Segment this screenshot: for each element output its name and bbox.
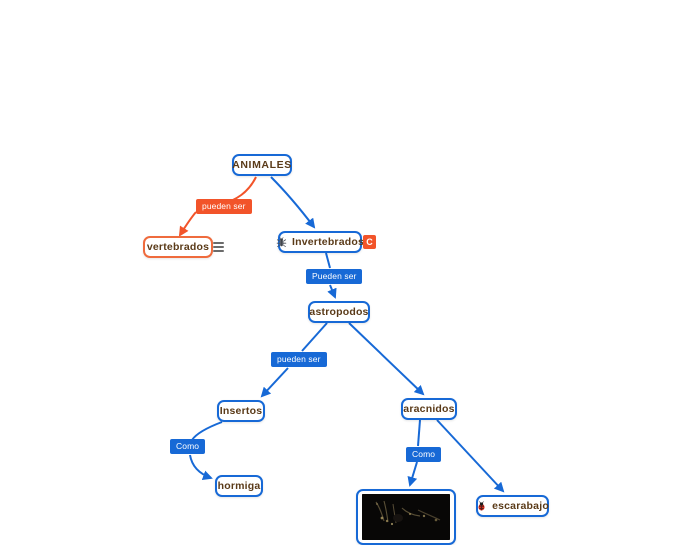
edge-aracnidos-como: [417, 419, 421, 447]
hamburger-menu-icon[interactable]: [213, 241, 225, 253]
node-aracnidos[interactable]: aracnidos: [401, 398, 457, 420]
edge-label-pueden-ser-astropodos[interactable]: Pueden ser: [306, 269, 363, 284]
node-aracnidos-label: aracnidos: [403, 402, 455, 415]
node-vertebrados[interactable]: vertebrados: [143, 236, 213, 258]
edge-label-astropodos: [327, 284, 337, 299]
menu-line: [213, 246, 224, 248]
edge-layer: [178, 176, 505, 493]
menu-line: [213, 242, 224, 244]
node-spider-photo[interactable]: [356, 489, 456, 545]
edge-label-insertos: [260, 367, 289, 398]
edge-como-hormiga: [189, 454, 213, 480]
status-badge-c[interactable]: C: [363, 235, 376, 249]
edge-invertebrados-label: [325, 252, 331, 269]
node-escarabajo[interactable]: escarabajo: [476, 495, 549, 517]
node-hormiga-label: hormiga: [217, 479, 261, 492]
edge-label-como-aracnidos[interactable]: Como: [406, 447, 442, 462]
edge-como-spiderphoto: [407, 461, 418, 487]
node-astropodos[interactable]: astropodos: [308, 301, 370, 323]
edge-aracnidos-escarabajo: [436, 419, 505, 493]
node-invertebrados[interactable]: Invertebrados: [276, 231, 365, 253]
edge-animales-invertebrados: [270, 176, 316, 229]
menu-line: [213, 250, 224, 252]
edge-animales-vertebrados-tail: [178, 211, 197, 237]
edge-insertos-como: [191, 421, 223, 441]
node-invertebrados-label: Invertebrados: [291, 235, 365, 248]
node-escarabajo-label: escarabajo: [492, 499, 549, 512]
node-insertos[interactable]: Insertos: [217, 400, 265, 422]
edge-label-pueden-ser-vertebrados[interactable]: pueden ser: [196, 199, 252, 214]
node-vertebrados-label: vertebrados: [146, 240, 210, 253]
node-insertos-label: Insertos: [219, 404, 263, 417]
ladybug-icon: [478, 500, 485, 510]
bug-icon: [276, 236, 287, 247]
edge-label-pueden-ser-insertos[interactable]: pueden ser: [271, 352, 327, 367]
edge-label-como-hormiga[interactable]: Como: [170, 439, 206, 454]
edge-astropodos-label-insertos: [301, 322, 328, 352]
node-hormiga[interactable]: hormiga: [215, 475, 263, 497]
edge-astropodos-aracnidos: [348, 322, 425, 396]
spider-photo: [362, 494, 450, 540]
node-animales-label: ANIMALES: [232, 158, 292, 171]
node-astropodos-label: astropodos: [309, 305, 369, 318]
node-animales[interactable]: ANIMALES: [232, 154, 292, 176]
